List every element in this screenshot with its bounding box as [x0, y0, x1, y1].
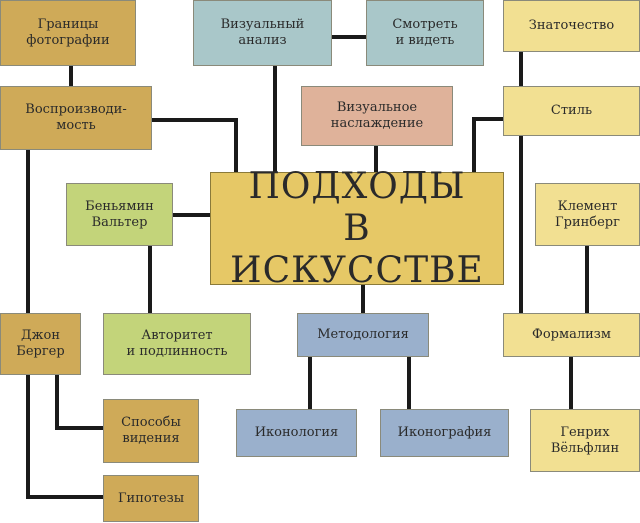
node-vizualnoe-naslazhdenie: Визуальное наслаждение: [301, 86, 453, 146]
node-sposoby-videniya: Способы видения: [103, 399, 199, 463]
node-formalizm: Формализм: [503, 313, 640, 357]
node-ikonografiya: Иконография: [380, 409, 509, 457]
node-metodologiya: Методология: [297, 313, 429, 357]
node-genrikh-velflin: Генрих Вёльфлин: [530, 409, 640, 472]
node-vizualnyi-analiz: Визуальный анализ: [193, 0, 332, 66]
node-ikonologiya: Иконология: [236, 409, 357, 457]
node-granitsy-fotografii: Границы фотографии: [0, 0, 136, 66]
center-title-line-2: В ИСКУССТВЕ: [230, 207, 484, 291]
node-dzhon-berger: Джон Бергер: [0, 313, 81, 375]
line-berger-sposoby: [55, 373, 105, 430]
node-gipotezy: Гипотезы: [103, 475, 199, 522]
node-vosproizvodimost: Воспроизводи- мость: [0, 86, 152, 150]
node-znatochestvo: Знаточество: [503, 0, 640, 52]
node-smotret-i-videt: Смотреть и видеть: [366, 0, 484, 66]
node-avtoritet-i-podlinnost: Авторитет и подлинность: [103, 313, 251, 375]
line-berger-gipotezy: [26, 373, 105, 499]
line-vosproizvodimost-center: [150, 118, 238, 174]
node-benyamin-valter: Беньямин Вальтер: [66, 183, 173, 246]
center-title-line-1: ПОДХОДЫ: [248, 165, 466, 207]
node-stil: Стиль: [503, 86, 640, 136]
node-klement-grinberg: Клемент Гринберг: [535, 183, 640, 246]
center-title: ПОДХОДЫ В ИСКУССТВЕ: [210, 166, 504, 291]
line-stil-center: [472, 117, 505, 174]
